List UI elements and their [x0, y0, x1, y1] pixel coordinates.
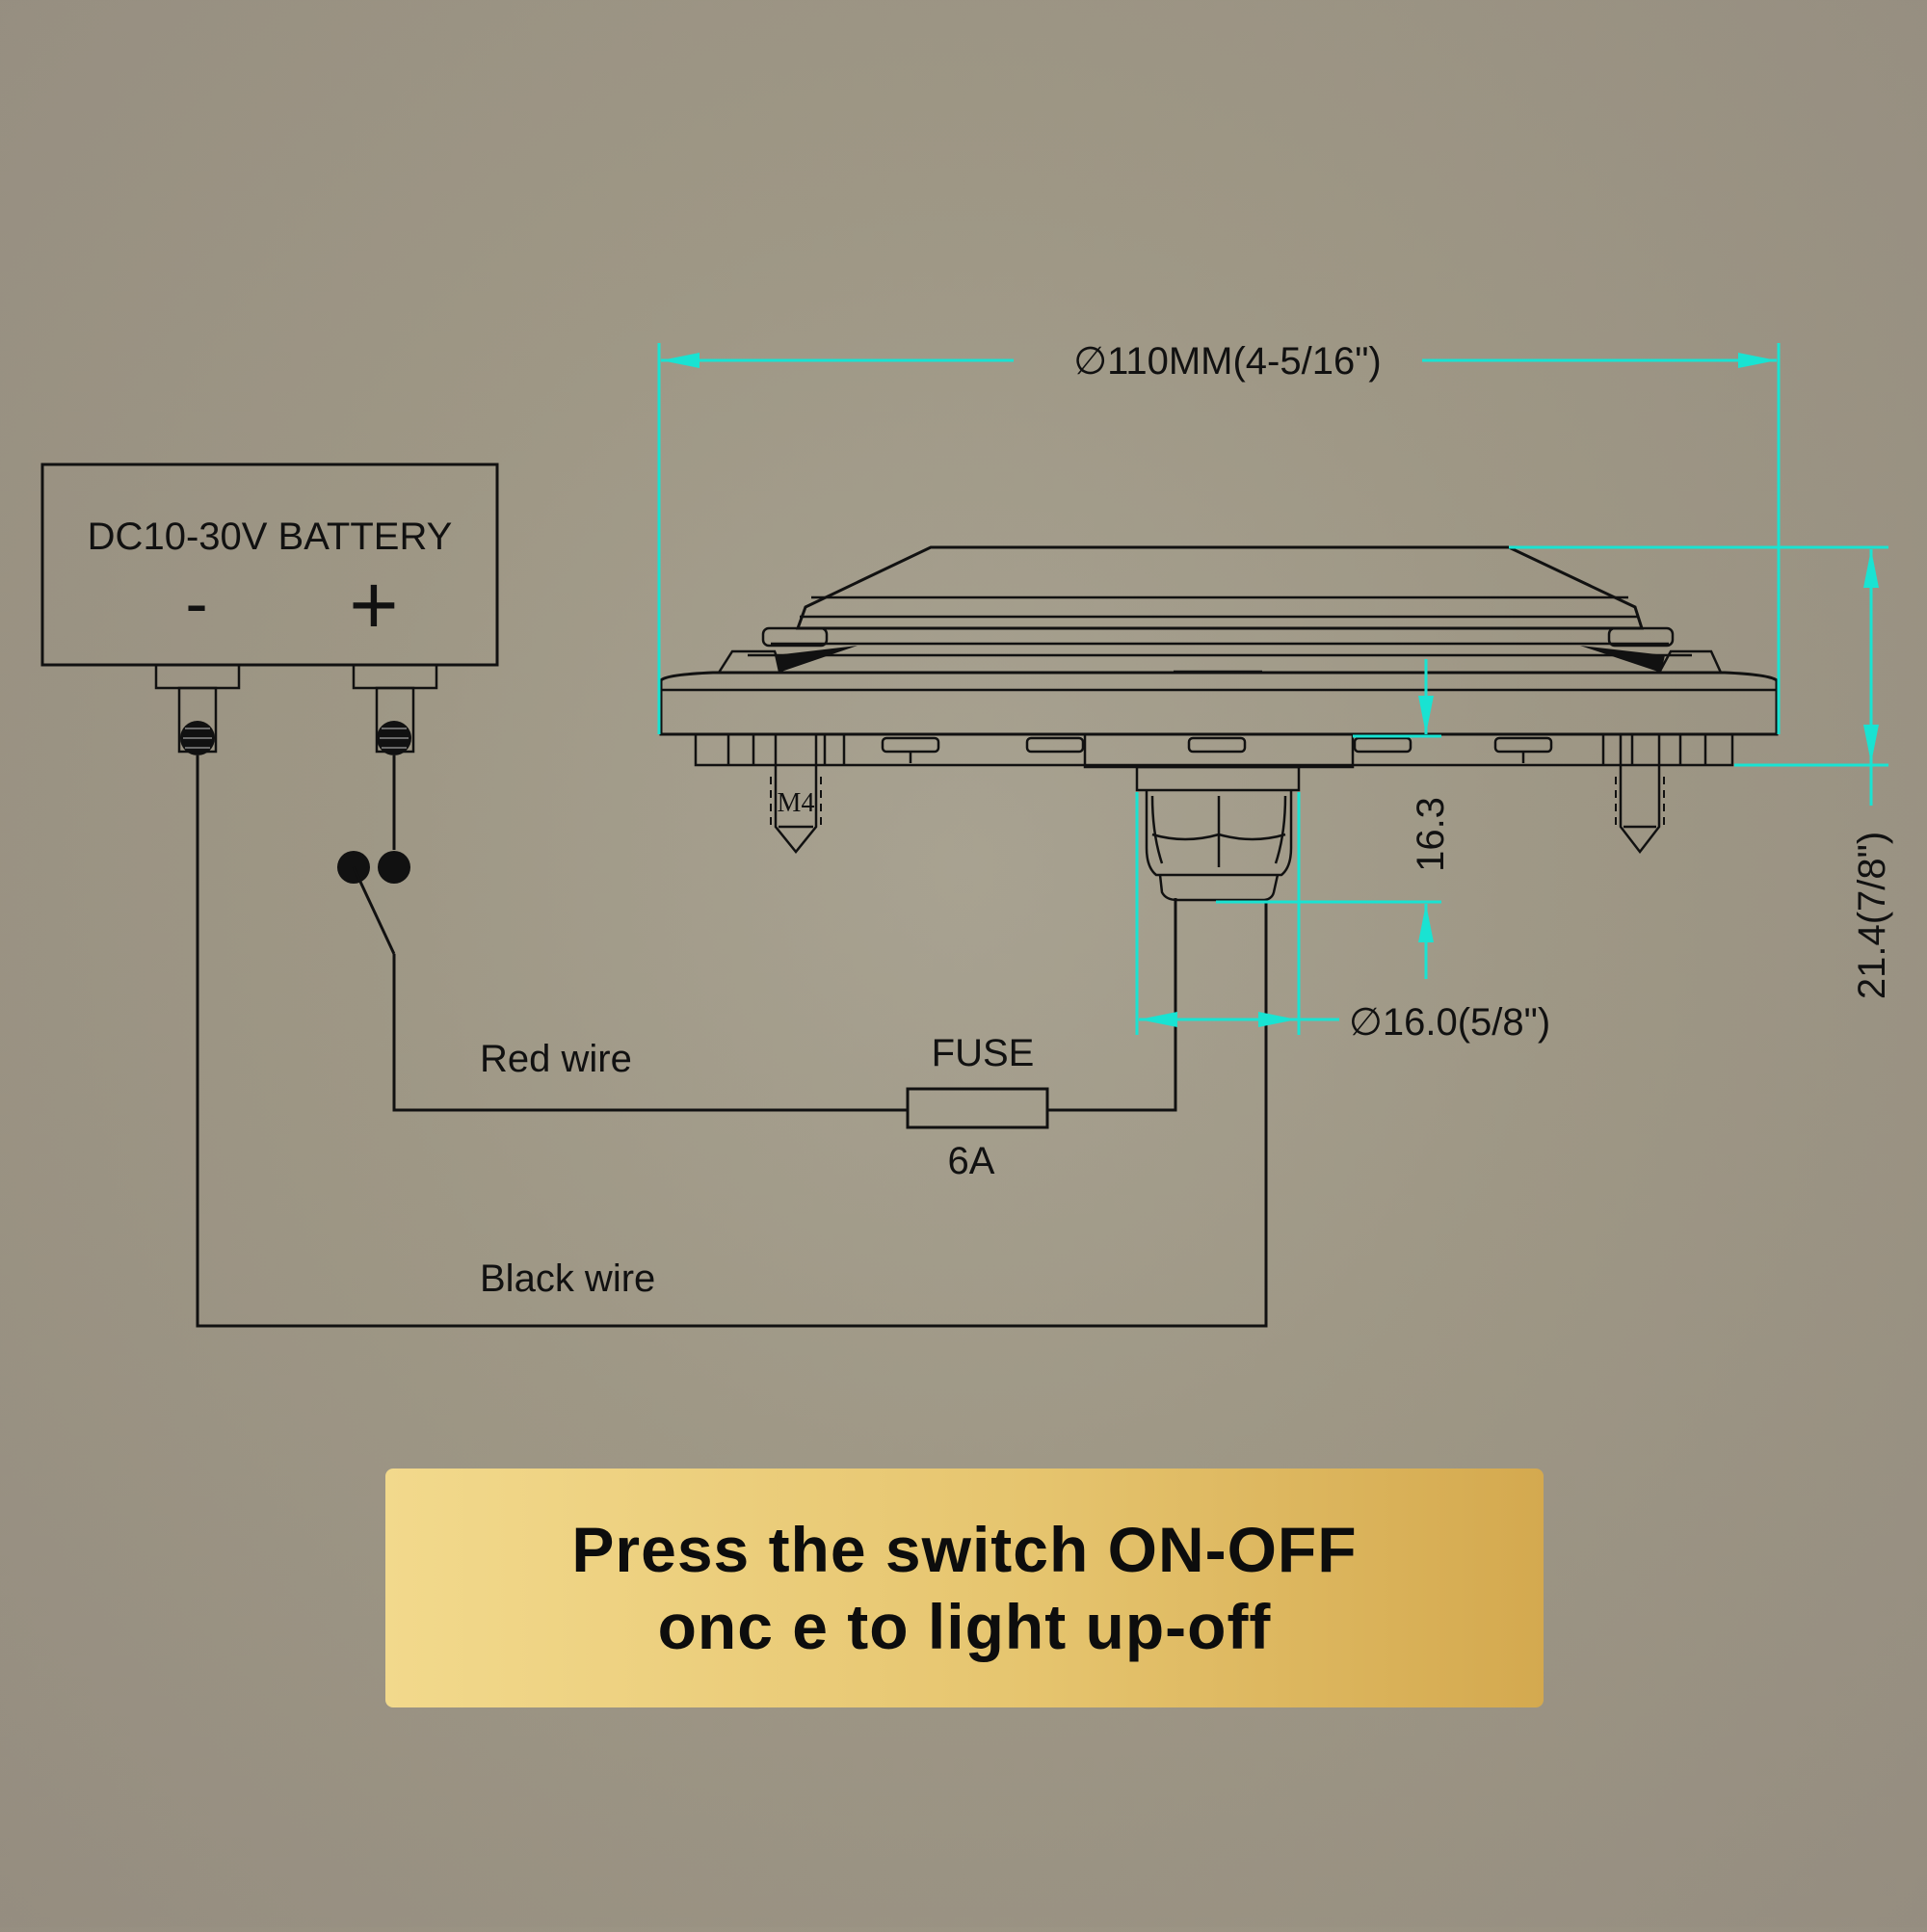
instruction-banner: Press the switch ON-OFF onc e to light u… — [385, 1469, 1544, 1707]
screw-label: M4 — [778, 788, 815, 818]
instruction-line-1: Press the switch ON-OFF — [571, 1514, 1358, 1585]
underside-screws — [881, 736, 1553, 763]
fuse-label: FUSE — [932, 1032, 1035, 1074]
base-flange — [659, 671, 1779, 736]
left-clip — [716, 626, 858, 675]
switch-contact-right — [378, 851, 410, 884]
battery: DC10-30V BATTERY - + — [40, 463, 499, 755]
stud-diameter-dimension: ∅16.0(5/8") — [1349, 1001, 1550, 1044]
black-wire-label: Black wire — [480, 1257, 655, 1300]
center-stud — [1135, 765, 1301, 902]
diameter-dimension: ∅110MM(4-5/16") — [1073, 340, 1382, 383]
negative-terminal — [154, 663, 241, 755]
red-wire: Red wire — [392, 898, 1177, 1112]
fuse: FUSE 6A — [906, 1032, 1049, 1182]
positive-terminal — [352, 663, 438, 755]
battery-positive-symbol: + — [349, 557, 398, 652]
dimension-lines: ∅110MM(4-5/16") 21.4(7/8") 16.3 ∅16.0(5/… — [657, 340, 1893, 1044]
black-wire: Black wire — [196, 755, 1268, 1328]
red-wire-label: Red wire — [480, 1038, 632, 1080]
battery-body — [40, 463, 499, 667]
right-screw — [1615, 734, 1665, 855]
light-fixture: M4 — [659, 545, 1779, 902]
instruction-line-2: onc e to light up-off — [657, 1591, 1272, 1662]
stud-length-dimension: 16.3 — [1410, 797, 1452, 872]
fuse-body — [906, 1087, 1049, 1129]
switch-lever — [352, 866, 396, 955]
left-m4-screw: M4 — [770, 734, 822, 854]
battery-label: DC10-30V BATTERY — [88, 516, 453, 558]
battery-negative-symbol: - — [185, 566, 207, 641]
switch — [337, 755, 410, 955]
right-clip — [1580, 626, 1723, 675]
fuse-rating: 6A — [948, 1140, 995, 1182]
total-height-dimension: 21.4(7/8") — [1851, 832, 1893, 999]
